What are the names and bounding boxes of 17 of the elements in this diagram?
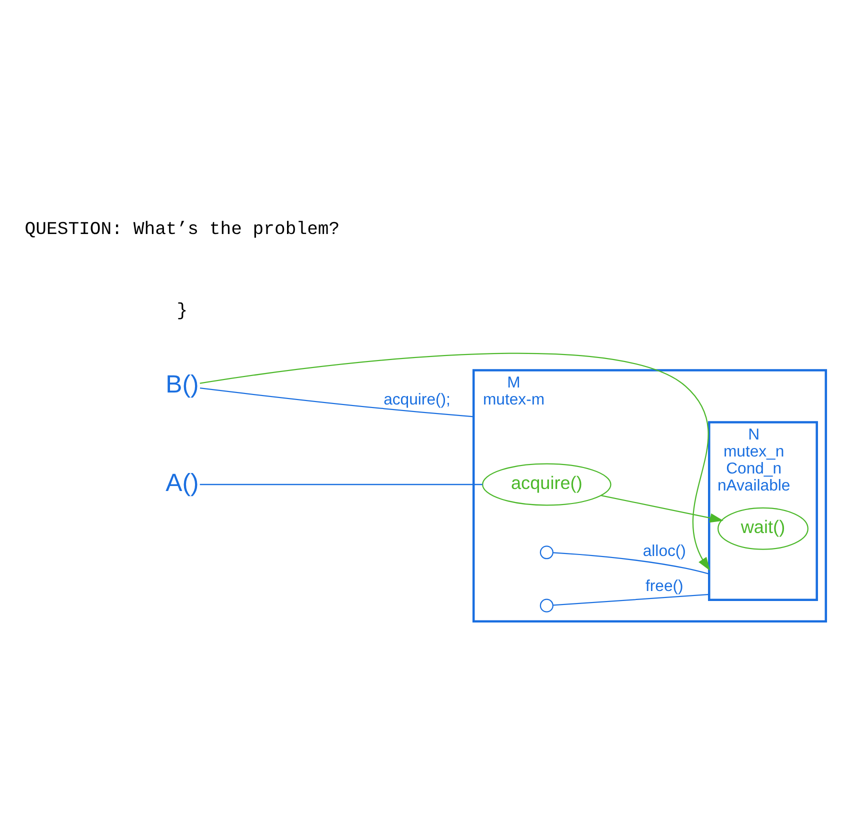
connector	[553, 552, 710, 574]
node-circle	[540, 598, 554, 612]
node-text: A()	[166, 468, 199, 496]
connector	[200, 483, 483, 485]
edge-label: acquire();	[384, 390, 450, 408]
connector	[553, 593, 710, 606]
connector	[200, 387, 474, 417]
edge-label: alloc()	[642, 542, 686, 560]
arrow	[601, 494, 724, 522]
node-ellipse: wait()	[718, 506, 808, 550]
node-ellipse: acquire()	[482, 462, 612, 506]
edge-label: free()	[646, 578, 684, 595]
arrow	[200, 352, 710, 570]
node-circle	[540, 545, 554, 559]
label: QUESTION: What’s the problem?	[24, 220, 340, 240]
node-text: B()	[166, 370, 199, 398]
label: }	[176, 301, 188, 322]
